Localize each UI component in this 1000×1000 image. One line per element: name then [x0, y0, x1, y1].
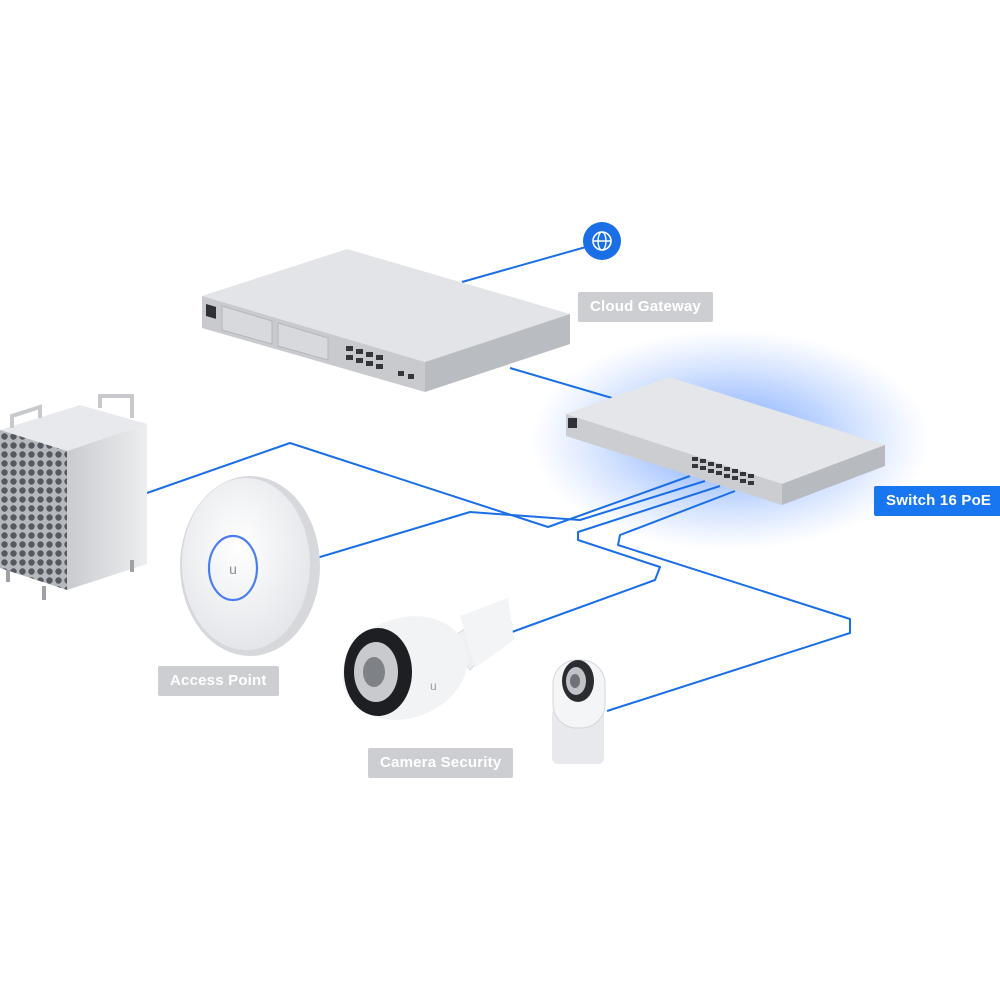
- dome-camera-device: [552, 659, 606, 764]
- cloud-gateway-label[interactable]: Cloud Gateway: [578, 292, 713, 322]
- switch-16-poe-device: [566, 377, 885, 505]
- bullet-camera-device: u: [342, 598, 514, 720]
- cable-switch-camera: [511, 485, 721, 633]
- globe-icon: [583, 222, 621, 260]
- camera-security-label[interactable]: Camera Security: [368, 748, 514, 778]
- cable-switch-dome-camera: [606, 490, 851, 712]
- server-tower-device: [0, 394, 147, 600]
- cable-switch-access-point: [309, 480, 706, 561]
- camera-logo: u: [430, 679, 437, 693]
- cable-switch-server: [146, 442, 691, 528]
- switch-16-poe-label[interactable]: Switch 16 PoE: [874, 486, 1000, 516]
- access-point-label[interactable]: Access Point: [158, 666, 279, 696]
- access-point-device: u: [180, 476, 320, 656]
- cable-internet-gateway: [461, 242, 601, 283]
- access-point-logo: u: [229, 561, 237, 577]
- cloud-gateway-device: [202, 249, 570, 392]
- cable-gateway-switch: [509, 367, 613, 399]
- cables: [146, 242, 851, 712]
